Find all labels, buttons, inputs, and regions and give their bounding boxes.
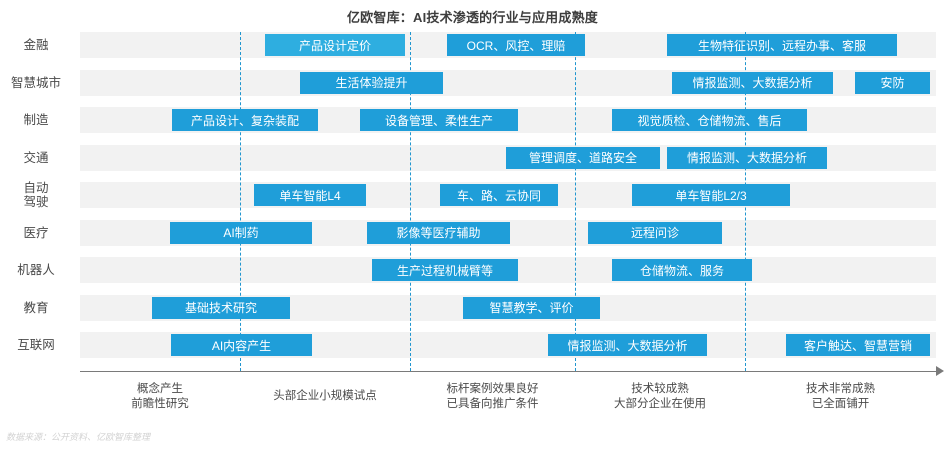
row-label-line: 机器人: [17, 263, 55, 277]
x-axis-stage-label-4: 技术较成熟大部分企业在使用: [570, 382, 750, 412]
row-label-line: 自动: [23, 181, 49, 195]
chart-bar[interactable]: 产品设计定价: [265, 34, 405, 56]
chart-bar[interactable]: 产品设计、复杂装配: [172, 109, 318, 131]
x-axis-line: [80, 371, 938, 372]
chart-bar[interactable]: 仓储物流、服务: [612, 259, 752, 281]
chart-bar[interactable]: 单车智能L2/3: [632, 184, 790, 206]
row-label-1: 金融: [0, 38, 72, 52]
chart-bar[interactable]: 生活体验提升: [300, 71, 443, 94]
chart-bar[interactable]: 车、路、云协同: [440, 184, 558, 206]
chart-bar[interactable]: 影像等医疗辅助: [367, 221, 510, 244]
page-title: 亿欧智库：AI技术渗透的行业与应用成熟度: [346, 10, 598, 25]
x-axis-stage-label-3: 标杆案例效果良好已具备向推广条件: [403, 382, 583, 412]
row-label-line: 互联网: [17, 338, 55, 352]
row-label-line: 交通: [23, 150, 49, 165]
row-label-line: 金融: [23, 38, 49, 52]
chart-bar[interactable]: AI制药: [170, 221, 312, 244]
row-label-3: 制造: [0, 113, 72, 127]
stage-divider-1: [240, 32, 241, 371]
x-axis-arrow-icon: [936, 366, 944, 376]
row-label-line: 智慧城市: [10, 75, 61, 90]
row-label-4: 交通: [0, 151, 72, 165]
x-axis-stage-label-line: 已全面铺开: [811, 398, 870, 410]
x-axis-stage-label-line: 头部企业小规模试点: [273, 390, 377, 402]
row-label-9: 互联网: [0, 338, 72, 352]
chart-bar[interactable]: 远程问诊: [588, 221, 722, 244]
stage-divider-3: [575, 32, 576, 371]
chart-bar[interactable]: 情报监测、大数据分析: [672, 71, 833, 94]
row-label-5: 自动驾驶: [0, 181, 72, 209]
chart-bar[interactable]: 生物特征识别、远程办事、客服: [667, 34, 897, 56]
chart-bar[interactable]: 客户触达、智慧营销: [786, 334, 930, 356]
chart-bar[interactable]: 情报监测、大数据分析: [667, 146, 827, 169]
chart-bar[interactable]: AI内容产生: [171, 334, 312, 356]
chart-bar[interactable]: 单车智能L4: [254, 184, 366, 206]
chart-bar[interactable]: 安防: [855, 71, 930, 94]
row-label-line: 教育: [23, 300, 49, 315]
x-axis-stage-label-line: 标杆案例效果良好: [446, 383, 539, 395]
row-label-line: 驾驶: [23, 195, 49, 209]
chart-bar[interactable]: OCR、风控、理赔: [447, 34, 585, 56]
chart-bar[interactable]: 生产过程机械臂等: [372, 259, 518, 281]
x-axis-stage-label-2: 头部企业小规模试点: [235, 389, 415, 404]
row-label-line: 医疗: [23, 225, 49, 240]
chart-bar[interactable]: 智慧教学、评价: [463, 296, 600, 319]
row-label-7: 机器人: [0, 263, 72, 277]
x-axis-stage-label-line: 技术较成熟: [631, 383, 689, 395]
row-label-2: 智慧城市: [0, 76, 72, 90]
x-axis-stage-label-line: 概念产生: [137, 383, 183, 395]
x-axis-stage-label-5: 技术非常成熟已全面铺开: [751, 382, 931, 412]
x-axis-stage-label-line: 前瞻性研究: [131, 398, 189, 410]
x-axis-stage-label-line: 已具备向推广条件: [446, 398, 539, 410]
chart-bar[interactable]: 情报监测、大数据分析: [548, 334, 707, 356]
row-label-8: 教育: [0, 301, 72, 315]
chart-bar[interactable]: 设备管理、柔性生产: [360, 109, 518, 131]
stage-divider-2: [410, 32, 411, 371]
x-axis-stage-label-1: 概念产生前瞻性研究: [70, 382, 250, 412]
source-note: 数据来源：公开资料、亿欧智库整理: [6, 432, 151, 442]
chart-bar[interactable]: 管理调度、道路安全: [506, 146, 660, 169]
row-label-line: 制造: [23, 113, 49, 127]
x-axis-stage-label-line: 大部分企业在使用: [614, 398, 706, 410]
x-axis-stage-label-line: 技术非常成熟: [806, 383, 875, 395]
row-label-6: 医疗: [0, 226, 72, 240]
chart-bar[interactable]: 视觉质检、仓储物流、售后: [612, 109, 807, 131]
chart-bar[interactable]: 基础技术研究: [152, 296, 290, 319]
